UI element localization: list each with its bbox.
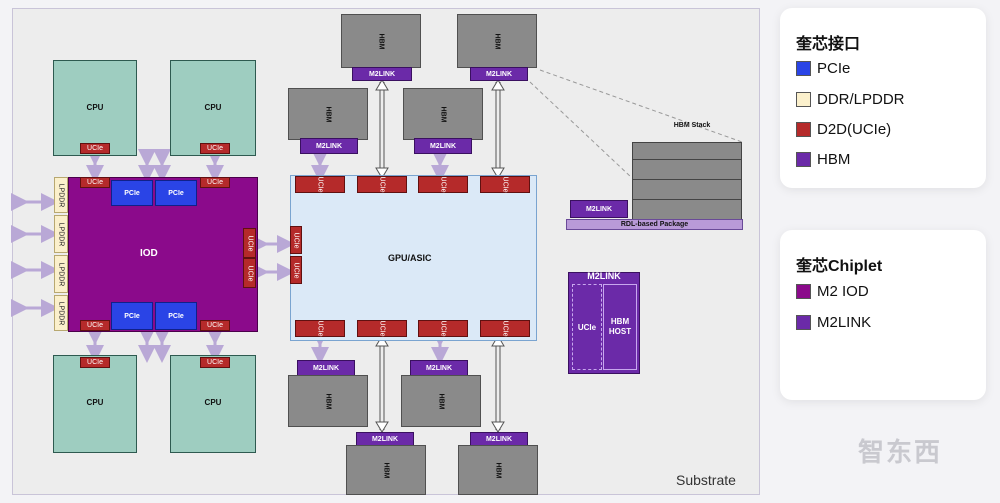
swatch-m2link xyxy=(796,315,811,330)
hbm-stack-layer xyxy=(632,160,742,180)
hbm-top-inner-2: HBM xyxy=(403,88,483,140)
ucie-gpu-l1: UCIe xyxy=(290,226,302,254)
hbm-bottom-inner-1: HBM xyxy=(288,375,368,427)
m2link-top-outer-2: M2LINK xyxy=(470,67,528,81)
m2link-ucie-block: UCIe xyxy=(572,284,602,370)
legend-item-hbm: HBM xyxy=(796,151,850,168)
legend-chiplet-title: 奎芯Chiplet xyxy=(796,258,883,275)
legend-item-d2d: D2D(UCIe) xyxy=(796,121,891,138)
m2link-hbm-host-block: HBM HOST xyxy=(603,284,637,370)
iod-label: IOD xyxy=(140,248,158,259)
hbm-bottom-outer-2: HBM xyxy=(458,445,538,495)
hbm-top-outer-2: HBM xyxy=(457,14,537,68)
substrate-label: Substrate xyxy=(676,472,736,488)
swatch-hbm xyxy=(796,152,811,167)
ucie-gpu-t3: UCIe xyxy=(418,176,468,193)
legend-item-m2iod: M2 IOD xyxy=(796,283,869,300)
m2link-top-inner-2: M2LINK xyxy=(414,138,472,154)
ucie-gpu-t4: UCIe xyxy=(480,176,530,193)
lpddr-2: LPDDR xyxy=(54,215,68,253)
swatch-ddr xyxy=(796,92,811,107)
legend-item-pcie: PCIe xyxy=(796,60,850,77)
hbm-stack-label: HBM Stack xyxy=(673,122,711,129)
hbm-bottom-outer-1: HBM xyxy=(346,445,426,495)
ucie-gpu-l2: UCIe xyxy=(290,256,302,284)
m2link-top-outer-1: M2LINK xyxy=(352,67,412,81)
hbm-top-inner-1: HBM xyxy=(288,88,368,140)
cpu-top-right: CPU xyxy=(170,60,256,156)
rdl-package: RDL-based Package xyxy=(566,219,743,230)
cpu-bottom-left: CPU xyxy=(53,355,137,453)
ucie-gpu-b4: UCIe xyxy=(480,320,530,337)
hbm-bottom-inner-2: HBM xyxy=(401,375,481,427)
m2link-bottom-inner-2: M2LINK xyxy=(410,360,468,376)
swatch-m2iod xyxy=(796,284,811,299)
lpddr-1: LPDDR xyxy=(54,177,68,213)
ucie-cpu2: UCIe xyxy=(200,143,230,154)
pcie-bottom-2: PCIe xyxy=(155,302,197,330)
ucie-iod-tl: UCIe xyxy=(80,177,110,188)
m2link-package: M2LINK xyxy=(570,200,628,218)
ucie-iod-r2: UCIe xyxy=(243,258,256,288)
ucie-iod-r1: UCIe xyxy=(243,228,256,258)
cpu-bottom-right: CPU xyxy=(170,355,256,453)
m2link-bottom-outer-2: M2LINK xyxy=(470,432,528,446)
ucie-cpu4: UCIe xyxy=(200,357,230,368)
cpu-top-left: CPU xyxy=(53,60,137,156)
lpddr-4: LPDDR xyxy=(54,295,68,331)
ucie-gpu-t2: UCIe xyxy=(357,176,407,193)
hbm-stack-layer xyxy=(632,200,742,220)
m2link-chiplet-detail xyxy=(568,272,640,374)
gpu-label: GPU/ASIC xyxy=(388,253,432,263)
gpu-asic-die xyxy=(290,175,537,341)
pcie-top-1: PCIe xyxy=(111,180,153,206)
pcie-top-2: PCIe xyxy=(155,180,197,206)
swatch-d2d xyxy=(796,122,811,137)
ucie-gpu-b1: UCIe xyxy=(295,320,345,337)
hbm-stack-layer xyxy=(632,142,742,160)
legend-interface-card: 奎芯接口 PCIe DDR/LPDDR D2D(UCIe) HBM xyxy=(780,8,986,188)
ucie-cpu3: UCIe xyxy=(80,357,110,368)
lpddr-3: LPDDR xyxy=(54,255,68,293)
ucie-iod-tr: UCIe xyxy=(200,177,230,188)
m2link-chiplet-title: M2LINK xyxy=(587,271,621,281)
hbm-stack xyxy=(632,142,742,220)
ucie-gpu-t1: UCIe xyxy=(295,176,345,193)
legend-chiplet-card: 奎芯Chiplet M2 IOD M2LINK xyxy=(780,230,986,400)
watermark: 智东西 xyxy=(858,437,943,467)
zoom-line-1 xyxy=(529,81,633,179)
zoom-line-2 xyxy=(539,69,743,143)
legend-item-m2link: M2LINK xyxy=(796,314,871,331)
legend-item-ddr: DDR/LPDDR xyxy=(796,91,905,108)
ucie-cpu1: UCIe xyxy=(80,143,110,154)
pcie-bottom-1: PCIe xyxy=(111,302,153,330)
swatch-pcie xyxy=(796,61,811,76)
m2link-top-inner-1: M2LINK xyxy=(300,138,358,154)
m2link-bottom-inner-1: M2LINK xyxy=(297,360,355,376)
ucie-gpu-b2: UCIe xyxy=(357,320,407,337)
hbm-top-outer-1: HBM xyxy=(341,14,421,68)
legend-interface-title: 奎芯接口 xyxy=(796,36,861,53)
ucie-iod-br: UCIe xyxy=(200,320,230,331)
ucie-gpu-b3: UCIe xyxy=(418,320,468,337)
hbm-stack-layer xyxy=(632,180,742,200)
m2link-bottom-outer-1: M2LINK xyxy=(356,432,414,446)
ucie-iod-bl: UCIe xyxy=(80,320,110,331)
